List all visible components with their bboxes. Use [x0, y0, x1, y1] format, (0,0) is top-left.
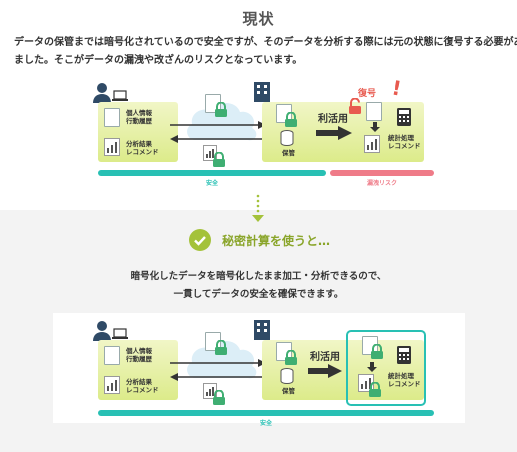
lock-icon	[285, 350, 297, 365]
lock-icon	[285, 112, 297, 127]
safe-label: 安全	[205, 180, 218, 187]
lock-icon	[215, 102, 227, 117]
warning-mark: !	[389, 75, 404, 101]
label-behavior-history: 行動履歴	[126, 355, 152, 363]
cloud-icon	[187, 103, 257, 141]
safe-label: 安全	[259, 420, 272, 427]
document-icon	[104, 108, 120, 127]
transfer-arrows	[170, 121, 266, 143]
diagram-secure: 個人情報 行動履歴 分析結果 レコメンド 保管 利活用	[0, 318, 517, 428]
user-icon	[93, 83, 111, 103]
unlocked-icon	[349, 98, 361, 114]
user-icon	[93, 321, 111, 341]
risk-bar	[330, 170, 434, 176]
label-utilization: 利活用	[318, 114, 348, 125]
check-icon	[189, 229, 211, 251]
lock-icon	[215, 340, 227, 355]
label-analysis-result: 分析結果	[126, 378, 152, 386]
calculator-icon	[397, 108, 411, 126]
intro-line-2: ました。そこがデータの漏洩や改ざんのリスクとなっています。	[14, 55, 303, 66]
chart-icon	[358, 374, 374, 392]
secure-description-line-1: 暗号化したデータを暗号化したまま加工・分析できるので、	[130, 271, 387, 282]
risk-label: 漏洩リスク	[366, 180, 397, 187]
page-title: 現状	[242, 10, 275, 28]
label-utilization: 利活用	[310, 352, 340, 363]
building-icon	[254, 82, 270, 102]
lock-icon	[369, 382, 381, 397]
secure-heading: 秘密計算を使うと…	[222, 234, 331, 248]
chart-icon	[364, 135, 380, 153]
database-icon	[280, 368, 294, 384]
label-recommend: レコメンド	[126, 148, 159, 156]
down-arrow-icon	[370, 122, 380, 132]
intro-line-1: データの保管までは暗号化されているので安全ですが、そのデータを分析する際には元の…	[14, 37, 517, 48]
secure-description-line-2: 一貫してデータの安全を確保できます。	[173, 289, 344, 300]
laptop-icon	[112, 90, 128, 101]
label-recommend: レコメンド	[388, 380, 421, 388]
label-recommend: レコメンド	[388, 142, 421, 150]
secure-description: 暗号化したデータを暗号化したまま加工・分析できるので、 一貫してデータの安全を確…	[0, 268, 517, 304]
chart-icon	[104, 376, 120, 394]
decrypt-label: 復号	[358, 89, 377, 99]
label-analysis-result: 分析結果	[126, 140, 152, 148]
right-arrow-icon	[316, 126, 352, 140]
dotted-down-arrow	[252, 194, 264, 222]
lock-icon	[213, 390, 225, 405]
secure-compute-highlight	[346, 330, 426, 406]
down-arrow-icon	[367, 362, 377, 372]
right-arrow-icon	[308, 364, 342, 378]
building-icon	[254, 320, 270, 340]
label-personal-info: 個人情報	[126, 347, 152, 355]
laptop-icon	[112, 328, 128, 339]
label-storage: 保管	[282, 149, 295, 157]
label-behavior-history: 行動履歴	[126, 117, 152, 125]
transfer-arrows	[170, 359, 266, 381]
calculator-icon	[397, 346, 411, 364]
lock-icon	[371, 344, 383, 359]
lock-icon	[213, 152, 225, 167]
label-recommend: レコメンド	[126, 386, 159, 394]
chart-icon	[104, 138, 120, 156]
chart-icon	[203, 145, 217, 161]
label-statistics: 統計処理	[388, 134, 414, 142]
intro-text: データの保管までは暗号化されているので安全ですが、そのデータを分析する際には元の…	[14, 34, 517, 70]
label-statistics: 統計処理	[388, 372, 414, 380]
diagram-current: 個人情報 行動履歴 分析結果 レコメンド 保管 利活用 復号 !	[0, 75, 517, 190]
label-storage: 保管	[282, 387, 295, 395]
safe-bar	[98, 410, 434, 416]
document-icon	[104, 346, 120, 365]
safe-bar	[98, 170, 326, 176]
cloud-icon	[187, 341, 257, 379]
document-icon	[366, 102, 382, 121]
database-icon	[280, 130, 294, 146]
label-personal-info: 個人情報	[126, 109, 152, 117]
